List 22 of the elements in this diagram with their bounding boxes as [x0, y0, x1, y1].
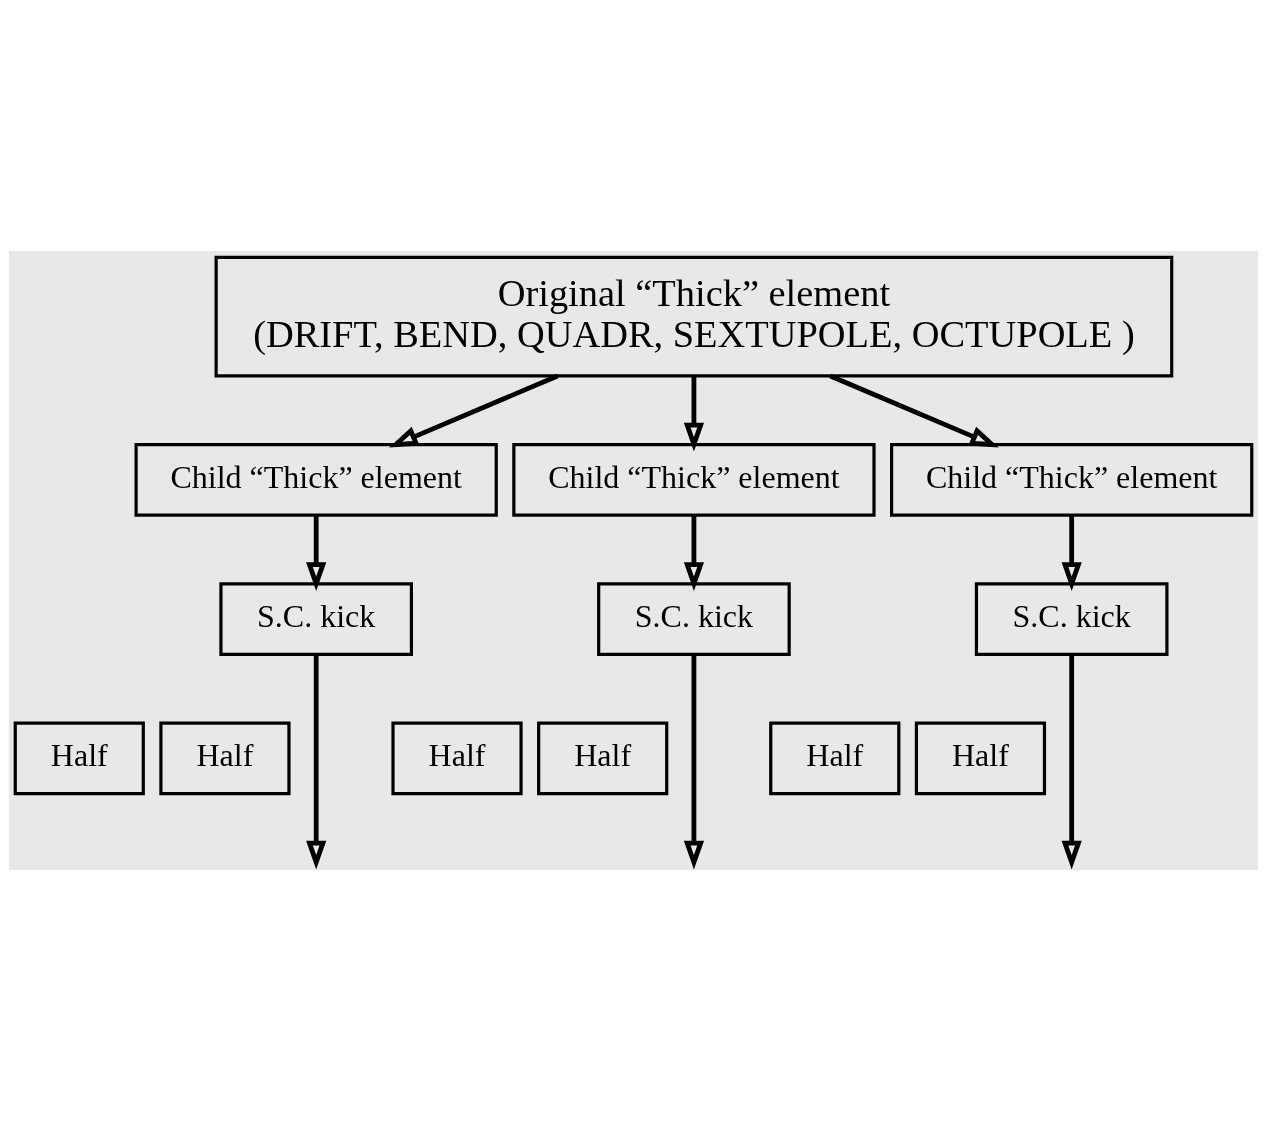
node-box: Half	[159, 721, 291, 796]
node-box: Half	[13, 721, 145, 796]
node-box: Half	[537, 721, 669, 796]
node-box: Original “Thick” element (DRIFT, BEND, QUADR, SEXTUPOLE, OCTUPOLE )	[214, 255, 1174, 378]
arrow	[306, 654, 327, 870]
node-box: Child “Thick” element	[512, 443, 876, 517]
node-box: Half	[391, 721, 523, 796]
node-box: S.C. kick	[974, 582, 1169, 656]
node-box: Half	[769, 721, 901, 796]
arrow	[683, 515, 705, 592]
node-box: Child “Thick” element	[134, 443, 498, 517]
arrow	[683, 376, 705, 452]
node-box: S.C. kick	[219, 582, 413, 656]
node-box: Half	[914, 721, 1047, 796]
arrow	[683, 654, 705, 870]
arrow	[389, 373, 559, 448]
arrow	[829, 373, 999, 448]
node-box: Child “Thick” element	[890, 443, 1254, 517]
arrow	[306, 515, 327, 592]
node-box: S.C. kick	[597, 582, 791, 656]
arrow	[1061, 654, 1082, 870]
arrow	[1061, 515, 1082, 592]
